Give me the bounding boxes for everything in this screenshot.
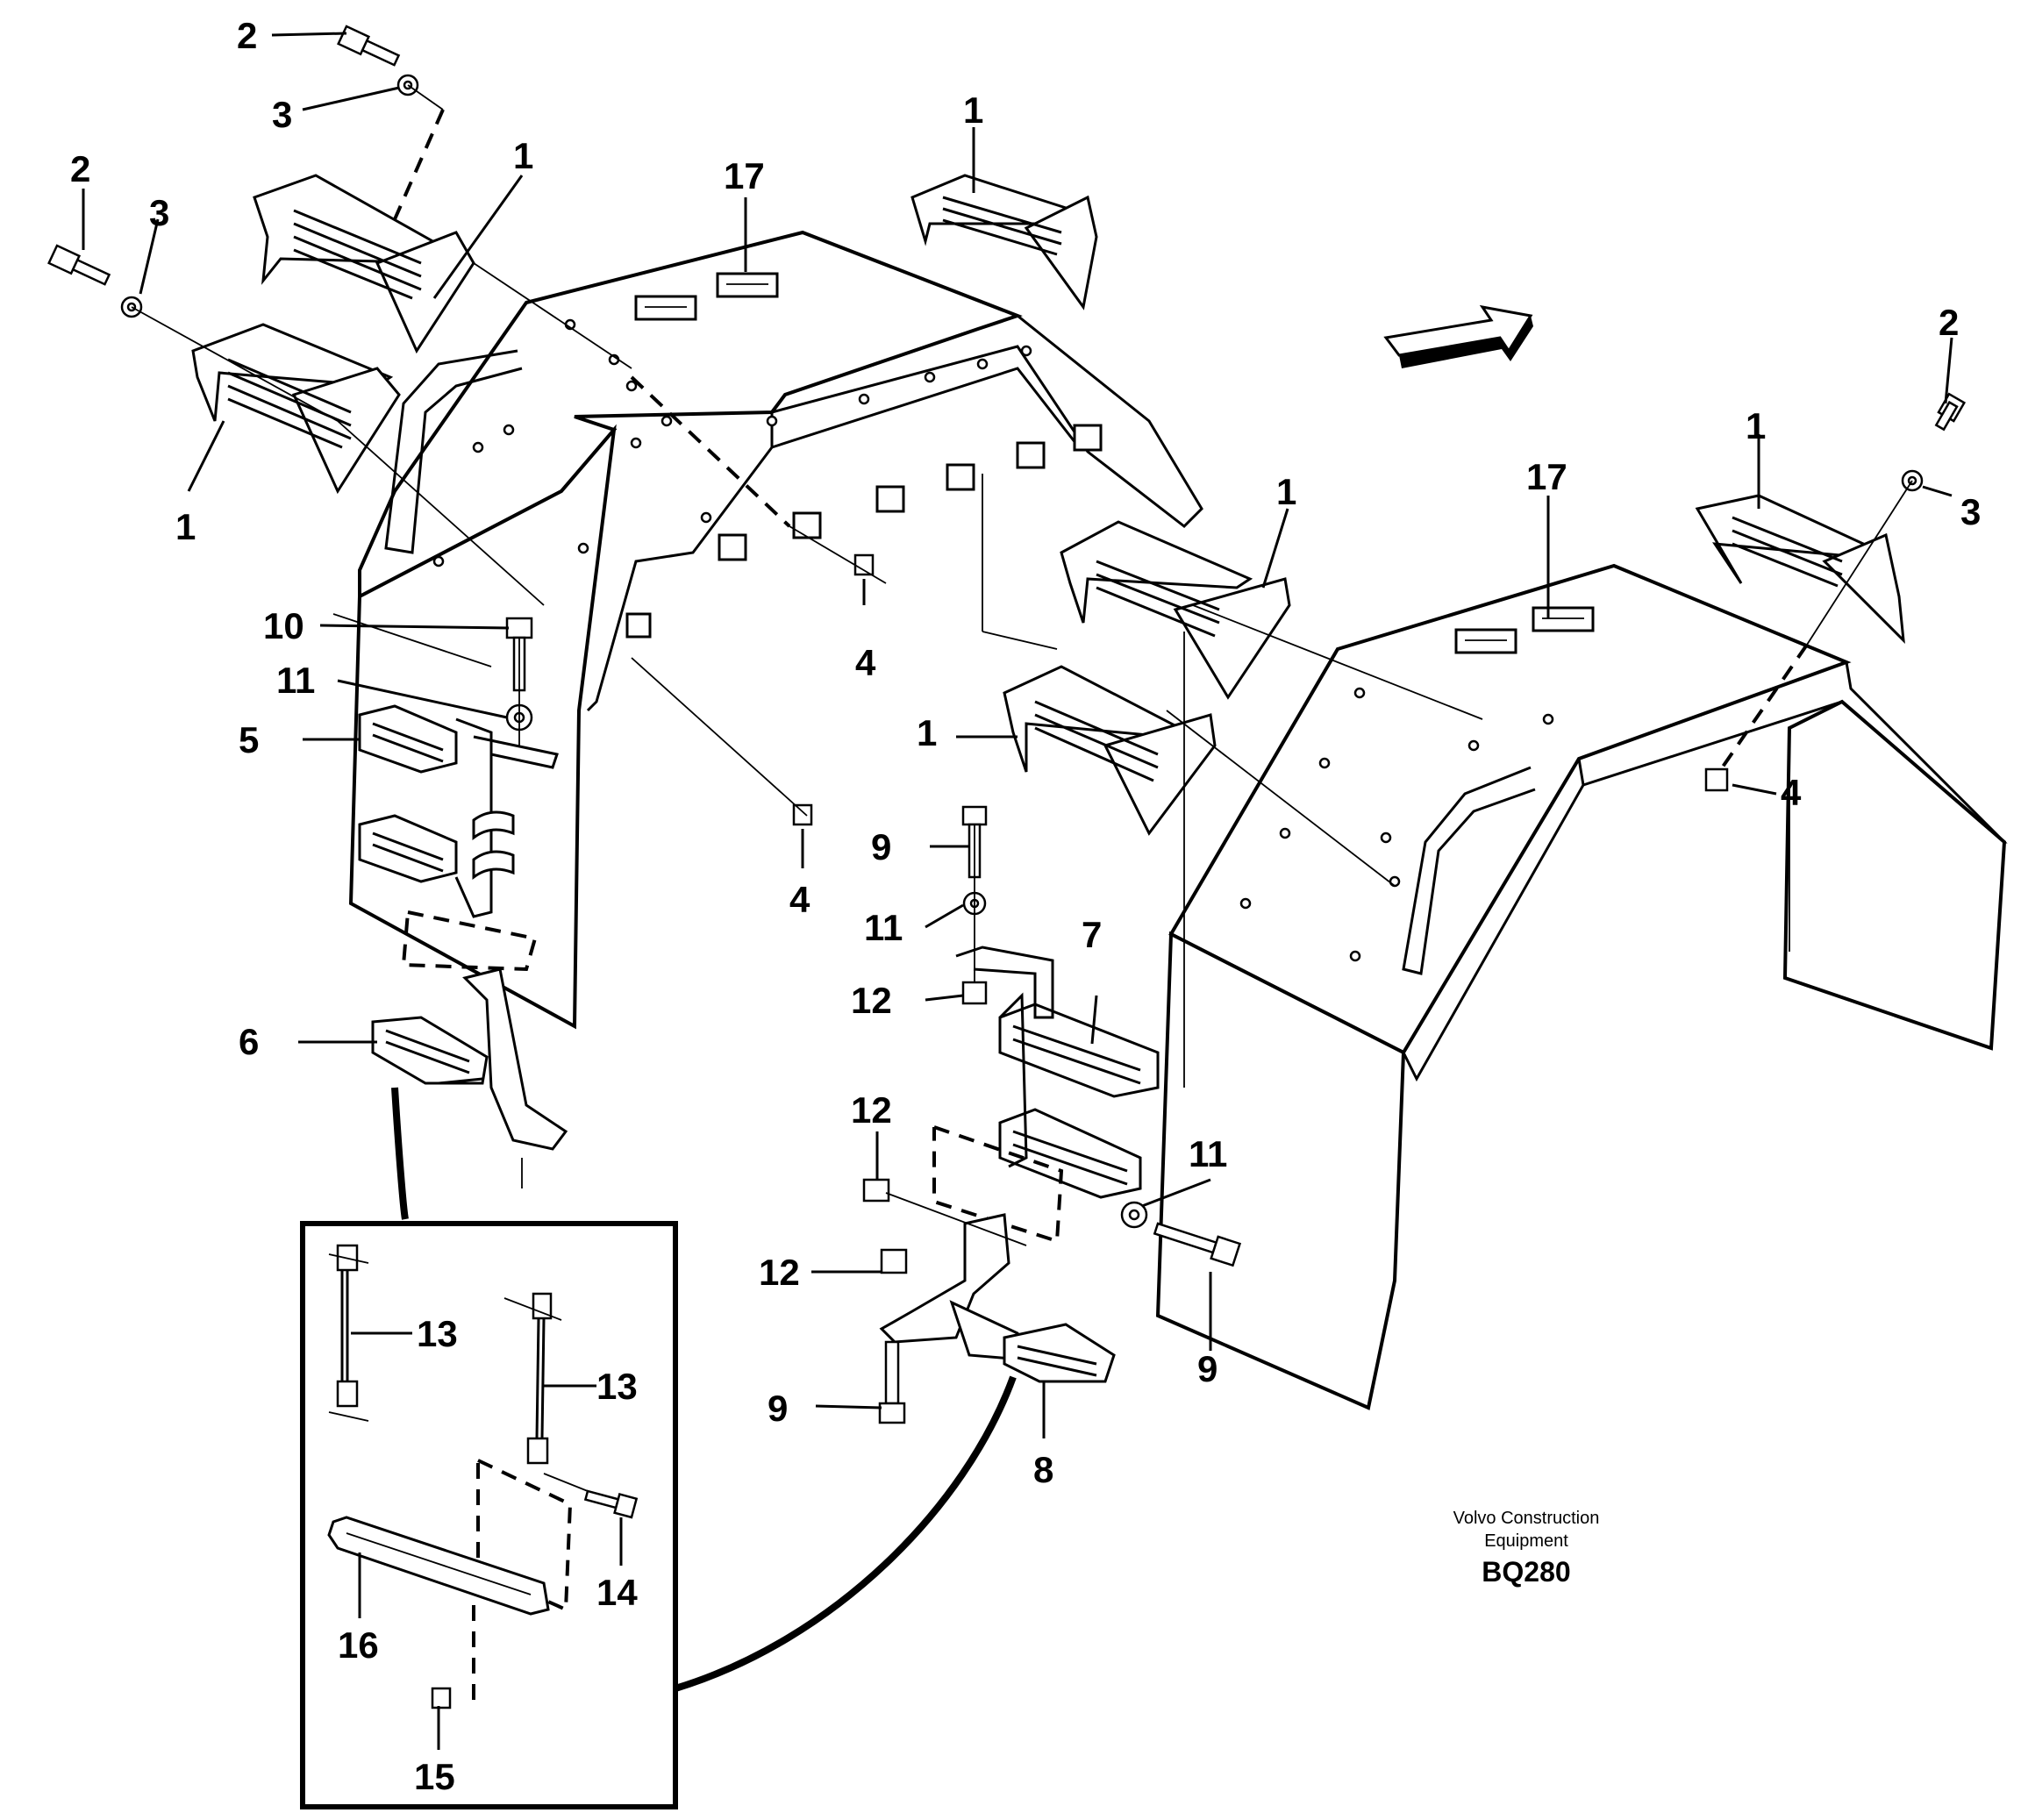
step-part <box>191 323 401 495</box>
callout-step: 1 <box>917 712 937 753</box>
callout-rod: 13 <box>596 1366 638 1407</box>
callout-nut: 12 <box>851 980 892 1021</box>
brand-line-2: Equipment <box>1484 1531 1568 1551</box>
callout-washer: 3 <box>1960 491 1981 532</box>
callout-nut: 12 <box>851 1089 892 1131</box>
callout-bolt: 2 <box>237 15 257 56</box>
callout-washer: 11 <box>1189 1133 1227 1174</box>
detail-inset <box>300 1221 678 1809</box>
callout-plate: 16 <box>338 1624 379 1666</box>
callout-decal: 17 <box>724 155 765 196</box>
callout-step: 1 <box>1276 471 1296 512</box>
inset-connector <box>674 1375 1017 1692</box>
step-part <box>1695 494 1905 645</box>
callout-bolt: 2 <box>1939 302 1959 343</box>
callout-washer: 11 <box>276 660 315 701</box>
forward-arrow-icon <box>1383 304 1533 368</box>
callout-screw: 9 <box>1197 1348 1218 1389</box>
assembly-lines <box>131 84 1913 1246</box>
callout-screw: 9 <box>871 826 891 867</box>
callout-washer: 3 <box>149 192 169 233</box>
step-part <box>910 174 1098 310</box>
callout-nut: 4 <box>789 879 810 920</box>
step-part <box>1060 520 1291 700</box>
callout-step: 1 <box>513 135 533 176</box>
callout-decal: 17 <box>1526 456 1567 497</box>
front-ladder <box>955 946 1160 1199</box>
front-single-step <box>879 1213 1116 1383</box>
callout-nut: 12 <box>759 1252 800 1293</box>
callout-washer: 3 <box>272 94 292 135</box>
callout-washer: 11 <box>864 907 903 948</box>
grated-steps <box>191 174 1905 836</box>
callout-screw: 9 <box>768 1388 788 1429</box>
callout-step: 8 <box>1033 1449 1053 1490</box>
rear-single-step <box>371 967 568 1151</box>
callout-nut: 4 <box>855 642 876 683</box>
drawing-code: BQ280 <box>1482 1556 1570 1588</box>
callout-rod: 13 <box>417 1313 458 1354</box>
drawing-caption: Volvo Construction Equipment BQ280 <box>1453 1509 1600 1588</box>
brand-line-1: Volvo Construction <box>1453 1509 1600 1528</box>
callout-step: 6 <box>239 1021 259 1062</box>
callout-step: 1 <box>175 506 196 547</box>
step-part <box>1003 665 1217 836</box>
callout-ladder: 5 <box>239 719 259 760</box>
callout-screw: 14 <box>596 1572 638 1613</box>
callout-nut: 15 <box>414 1756 455 1797</box>
inset-connector <box>391 1087 409 1220</box>
rear-ladder <box>358 704 559 918</box>
callout-numbers: 2 3 2 3 1 1 1 17 2 3 1 17 1 1 4 4 4 10 1… <box>70 15 1981 1797</box>
callout-screw: 10 <box>263 605 304 646</box>
callout-bolt: 2 <box>70 148 90 189</box>
rear-fender <box>348 230 1203 1030</box>
step-part <box>253 174 475 354</box>
callout-step: 1 <box>963 89 983 131</box>
callout-step: 1 <box>1746 405 1766 446</box>
callout-ladder: 7 <box>1082 914 1102 955</box>
front-fender <box>1155 563 2008 1410</box>
callout-nut: 4 <box>1781 772 1802 813</box>
leader-lines <box>82 32 1953 1750</box>
